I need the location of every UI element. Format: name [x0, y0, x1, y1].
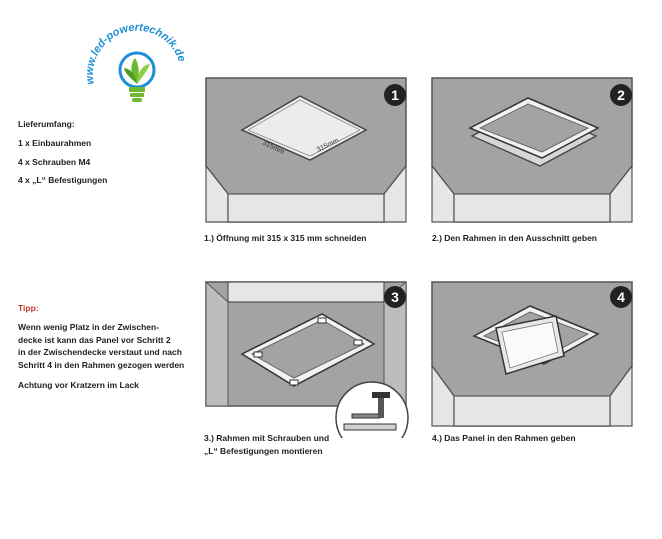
step-number-badge: 1: [391, 87, 399, 103]
step-2-illustration: 2: [428, 74, 636, 234]
delivery-item: 4 x „L“ Befestigungen: [18, 175, 108, 186]
step-3-caption-line: 3.) Rahmen mit Schrauben und: [204, 433, 330, 443]
delivery-scope-title: Lieferumfang:: [18, 119, 75, 129]
step-3-caption-line: „L“ Befestigungen montieren: [204, 446, 323, 457]
delivery-item: 4 x Schrauben M4: [18, 156, 91, 167]
step-4-caption: 4.) Das Panel in den Rahmen geben: [432, 433, 576, 443]
delivery-item: 1 x Einbaurahmen: [18, 137, 92, 148]
tip-warning: Achtung vor Kratzern im Lack: [18, 379, 139, 390]
step-3-caption: 3.) Rahmen mit Schrauben und „L“ Befesti…: [204, 432, 329, 458]
delivery-scope: Lieferumfang: 1 x Einbaurahmen 4 x Schra…: [18, 118, 107, 193]
step-3-illustration: 3: [202, 278, 410, 438]
step-number-badge: 3: [391, 289, 399, 305]
tip-box: Tipp: Wenn wenig Platz in der Zwischen- …: [18, 302, 184, 398]
brand-logo: www.led-powertechnik.de: [82, 12, 192, 112]
tip-title: Tipp:: [18, 303, 39, 313]
step-number-badge: 2: [617, 87, 625, 103]
tip-line: decke ist kann das Panel vor Schritt 2: [18, 334, 171, 345]
step-1-caption: 1.) Öffnung mit 315 x 315 mm schneiden: [204, 233, 367, 243]
tip-line: Schritt 4 in den Rahmen gezogen werden: [18, 360, 185, 370]
step-2-caption: 2.) Den Rahmen in den Ausschnitt geben: [432, 233, 597, 243]
step-4-illustration: 4: [428, 278, 636, 438]
tip-line: in der Zwischendecke verstaut und nach: [18, 347, 182, 358]
step-number-badge: 4: [617, 289, 625, 305]
step-1-illustration: 315mm 315mm 1: [202, 74, 410, 234]
tip-line: Wenn wenig Platz in der Zwischen-: [18, 321, 160, 332]
